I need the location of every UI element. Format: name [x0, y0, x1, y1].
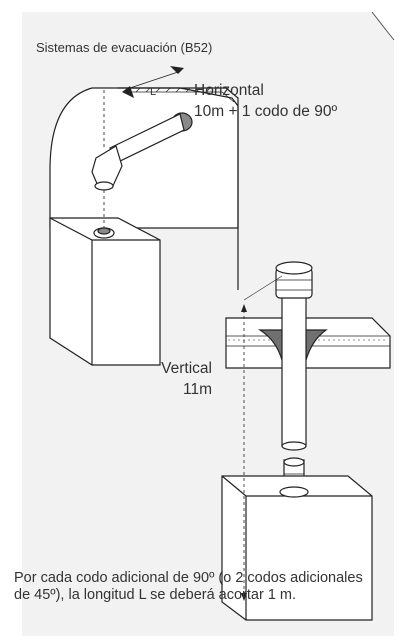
- wall-edge: [118, 87, 239, 290]
- footnote: Por cada codo adicional de 90º (o 2 codo…: [14, 570, 363, 603]
- diagram-title: Sistemas de evacuación (B52): [36, 40, 213, 55]
- horizontal-label-block: Horizontal 10m + 1 codo de 90º: [194, 80, 337, 122]
- vertical-spec: 11m: [182, 381, 212, 398]
- vertical-label-block: Vertical 11m: [161, 358, 212, 400]
- dimension-label: L: [150, 86, 157, 98]
- wall-hatching: [135, 87, 211, 93]
- vertical-installation: [221, 261, 391, 621]
- horizontal-label: Horizontal: [194, 82, 264, 99]
- panel-corner-fold: [371, 11, 395, 41]
- vertical-label: Vertical: [161, 360, 212, 377]
- vertical-boiler: [221, 475, 373, 621]
- vertical-pipe: [281, 295, 307, 447]
- horizontal-installation: [49, 66, 239, 366]
- horizontal-spec: 10m + 1 codo de 90º: [194, 103, 338, 120]
- horizontal-boiler: [49, 217, 161, 366]
